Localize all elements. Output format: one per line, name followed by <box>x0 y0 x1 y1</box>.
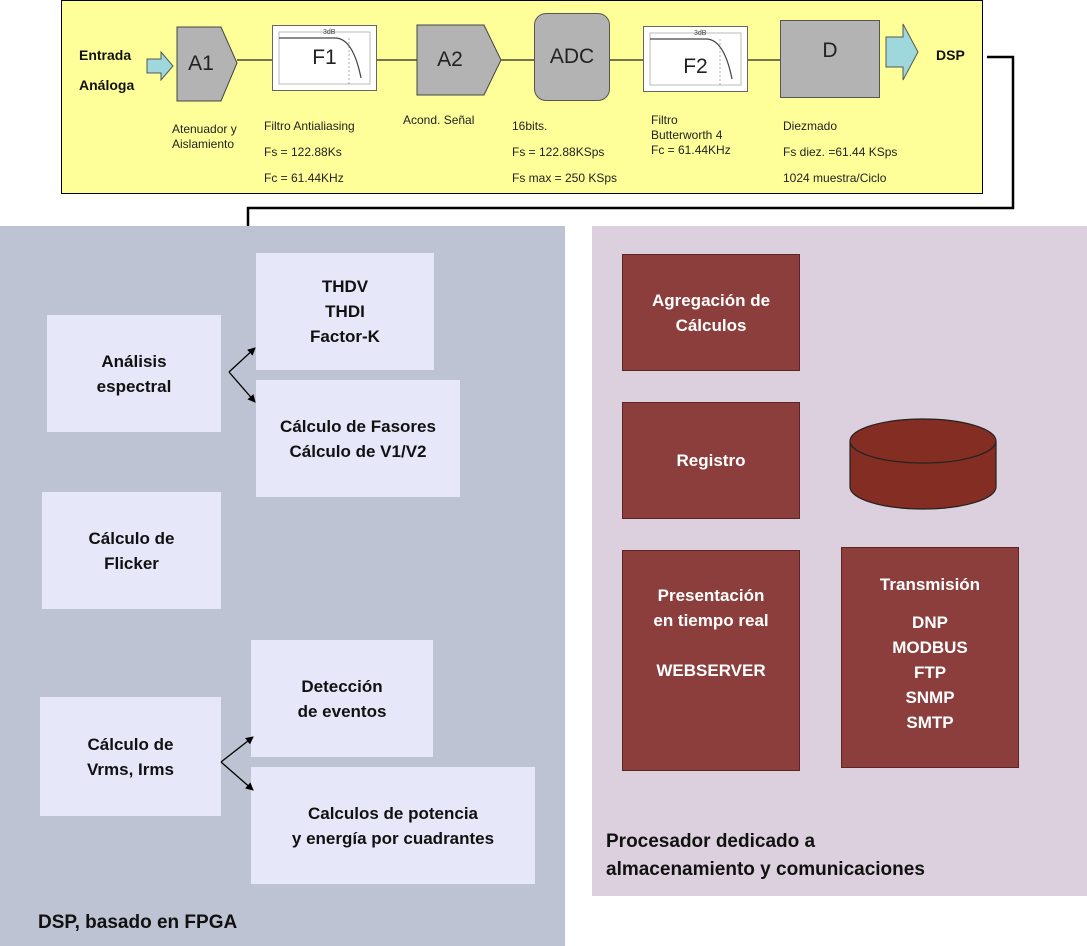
filter-response-icon <box>278 31 371 85</box>
desc-line: Acond. Señal <box>403 113 475 127</box>
box-fasores: Cálculo de Fasores Cálculo de V1/V2 <box>256 380 460 497</box>
desc-line: 1024 muestra/Ciclo <box>783 171 887 185</box>
block-f2: 3dB F2 <box>643 26 748 92</box>
block-a2 <box>416 24 502 96</box>
block-d: D <box>780 20 880 98</box>
desc-line: Aislamiento <box>172 137 235 151</box>
block-d-label: D <box>822 39 838 62</box>
dsp-panel-title: DSP, basado en FPGA <box>38 912 238 933</box>
desc-line: 16bits. <box>512 119 548 133</box>
filter-response-icon <box>649 32 742 86</box>
filter-mark-f1: 3dB <box>323 29 336 36</box>
desc-line: Filtro Antialiasing <box>264 119 355 133</box>
block-a2-label: A2 <box>437 48 463 71</box>
branch-arrows <box>220 347 256 791</box>
desc-line: Butterworth 4 <box>651 128 723 142</box>
box-line: de eventos <box>297 701 387 721</box>
box-agregacion: Agregación de Cálculos <box>622 254 800 371</box>
input-label-2: Análoga <box>79 77 135 93</box>
box-potencia: Calculos de potencia y energía por cuadr… <box>251 767 535 884</box>
desc-d: Diezmado Fs diez. =61.44 KSps 1024 muest… <box>783 113 897 191</box>
box-line: THDI <box>325 302 365 321</box>
desc-line: Fc = 61.44KHz <box>651 143 731 157</box>
box-line: Transmisión <box>879 575 981 594</box>
block-adc-label: ADC <box>549 45 595 68</box>
box-line: Calculos de potencia <box>307 803 479 823</box>
box-flicker: Cálculo de Flicker <box>42 492 221 609</box>
box-line: espectral <box>96 376 172 396</box>
protocol-item: SMTP <box>906 713 954 732</box>
box-vrms: Cálculo de Vrms, Irms <box>40 697 221 816</box>
box-transmision: Transmisión DNP MODBUS FTP SNMP SMTP <box>841 547 1019 768</box>
box-line: Detección <box>301 676 383 696</box>
processor-panel-title: Procesador dedicado a almacenamiento y c… <box>606 828 925 884</box>
block-adc: ADC <box>534 13 610 101</box>
input-arrow-icon <box>146 51 174 81</box>
box-line: Vrms, Irms <box>87 759 174 779</box>
desc-a1: Atenuador y Aislamiento <box>172 122 237 152</box>
output-label: DSP <box>936 47 965 63</box>
filter-mark-f2: 3dB <box>694 30 707 37</box>
block-f2-label: F2 <box>683 55 708 78</box>
box-line: Cálculos <box>675 315 747 335</box>
desc-adc: 16bits. Fs = 122.88KSps Fs max = 250 KSp… <box>512 113 617 191</box>
desc-a2: Acond. Señal <box>403 113 474 128</box>
box-line: Presentación <box>657 586 765 605</box>
input-label-1: Entrada <box>79 47 132 63</box>
protocol-item: MODBUS <box>892 638 968 657</box>
protocol-item: DNP <box>912 613 948 632</box>
box-line: y energía por cuadrantes <box>291 828 495 848</box>
box-line: Agregación de <box>651 290 771 310</box>
desc-line: Diezmado <box>783 119 838 133</box>
database-icon <box>849 418 997 510</box>
box-line: Cálculo de <box>88 528 175 548</box>
box-line: WEBSERVER <box>656 661 766 680</box>
title-line: almacenamiento y comunicaciones <box>606 859 925 880</box>
protocol-item: FTP <box>913 663 947 682</box>
desc-line: Fs max = 250 KSps <box>512 171 618 185</box>
protocol-item: SNMP <box>905 688 955 707</box>
desc-line: Fc = 61.44KHz <box>264 171 344 185</box>
box-presentacion: Presentación en tiempo real WEBSERVER <box>622 550 800 771</box>
box-line: THDV <box>321 277 369 296</box>
desc-line: Fs diez. =61.44 KSps <box>783 145 898 159</box>
box-line: Factor-K <box>310 327 380 346</box>
box-line: Registro <box>676 451 746 470</box>
box-line: Cálculo de <box>87 734 174 754</box>
block-f1-label: F1 <box>312 46 337 69</box>
box-line: en tiempo real <box>653 611 769 630</box>
block-a1-label: A1 <box>188 52 214 75</box>
chain-connectors <box>237 55 1015 226</box>
desc-line: Fs = 122.88KSps <box>512 145 605 159</box>
block-f1: 3dB F1 <box>272 25 377 91</box>
box-line: Cálculo de V1/V2 <box>289 441 427 461</box>
output-arrow-icon <box>885 23 919 81</box>
title-line: Procesador dedicado a <box>606 831 816 852</box>
desc-line: Atenuador y <box>172 122 237 136</box>
box-registro: Registro <box>622 402 800 519</box>
desc-line: Fs = 122.88Ks <box>264 145 342 159</box>
desc-f2: Filtro Butterworth 4 Fc = 61.44KHz <box>651 113 731 158</box>
box-line: Flicker <box>104 553 159 573</box>
desc-f1: Filtro Antialiasing Fs = 122.88Ks Fc = 6… <box>264 113 355 191</box>
box-line: Análisis <box>101 351 167 371</box>
box-analisis-espectral: Análisis espectral <box>47 315 221 432</box>
box-line: Cálculo de Fasores <box>280 416 436 436</box>
box-eventos: Detección de eventos <box>251 640 433 757</box>
block-a1 <box>176 26 238 102</box>
desc-line: Filtro <box>651 113 678 127</box>
box-thd: THDV THDI Factor-K <box>256 253 434 370</box>
